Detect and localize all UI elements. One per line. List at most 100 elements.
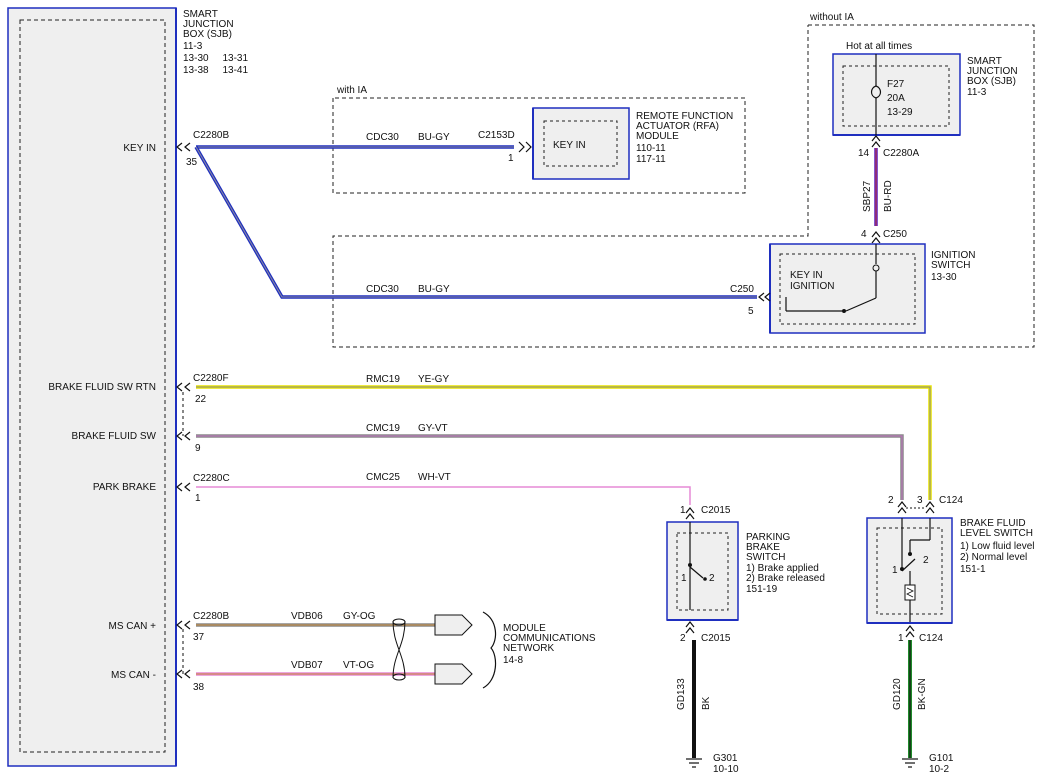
connector-key-in: C2280B xyxy=(193,130,229,141)
ignition-inner-1: KEY IN xyxy=(790,270,823,281)
sjb-right-connector: C2280A xyxy=(883,148,919,159)
wire-color-ye-gy: YE-GY xyxy=(418,374,449,385)
wire-park-brake xyxy=(196,486,691,505)
pin-num-park-brake: 1 xyxy=(195,493,201,504)
wire-label-sbp27: SBP27 xyxy=(862,180,873,212)
c2015-bottom-arrow-1 xyxy=(685,621,695,628)
fuse-ref: 13-29 xyxy=(887,107,913,118)
sjb-right-line-3: BOX (SJB) xyxy=(967,76,1016,87)
sjb-main-module xyxy=(7,7,177,767)
sjb-main-label: SMART JUNCTION BOX (SJB) 11-3 13-30 13-3… xyxy=(183,9,248,76)
wire-label-gd133: GD133 xyxy=(676,678,687,710)
parking-brake-switch xyxy=(666,521,739,621)
brake-fluid-sw-a: 1 xyxy=(892,565,898,576)
wire-color-gy-og: GY-OG xyxy=(343,611,376,622)
wire-label-cmc25: CMC25 xyxy=(366,472,400,483)
c2015-top-arrow-2 xyxy=(685,513,695,520)
wire-label-vdb06: VDB06 xyxy=(291,611,323,622)
rfa-module: KEY IN xyxy=(518,107,630,180)
c250-top-arrow-1 xyxy=(871,231,881,238)
wire-color-gy-vt: GY-VT xyxy=(418,423,448,434)
sjb-main-line-6: 13-38 13-41 xyxy=(183,65,248,76)
pin-label-park-brake: PARK BRAKE xyxy=(93,482,156,493)
wire-color-vt-og: VT-OG xyxy=(343,660,374,671)
wire-label-rmc19: RMC19 xyxy=(366,374,400,385)
sjb-right-module xyxy=(832,53,961,136)
can-plus-connector-arrow xyxy=(434,614,473,636)
network-brace-icon xyxy=(482,611,497,689)
ignition-left-connector: C250 xyxy=(730,284,754,295)
pin-label-ms-can-minus: MS CAN - xyxy=(111,670,156,681)
sjb-main-line-3: BOX (SJB) xyxy=(183,29,232,40)
parking-label: PARKING BRAKE SWITCH 1) Brake applied 2)… xyxy=(746,532,825,595)
rfa-line-2: ACTUATOR (RFA) xyxy=(636,121,719,132)
sjb-right-line-1: SMART xyxy=(967,56,1002,67)
parking-line-4: 1) Brake applied xyxy=(746,563,819,574)
ignition-left-pin: 5 xyxy=(748,306,754,317)
wire-color-bk: BK xyxy=(701,696,712,710)
wire-brake-rtn xyxy=(196,385,932,500)
brake-fluid-level-switch xyxy=(866,517,953,624)
brake-fluid-sw-b: 2 xyxy=(923,555,929,566)
pin-num-can-minus: 38 xyxy=(193,682,205,693)
ground-g101-name: G101 xyxy=(929,753,954,764)
rfa-connector: C2153D xyxy=(478,130,515,141)
ignition-label: IGNITION SWITCH 13-30 xyxy=(931,250,975,283)
can-minus-connector-arrow xyxy=(434,663,473,685)
c2015-top-arrow-1 xyxy=(685,507,695,514)
rfa-line-5: 117-11 xyxy=(636,154,666,165)
rfa-pin: 1 xyxy=(508,153,514,164)
brake-fluid-line-1: BRAKE FLUID xyxy=(960,518,1026,529)
brake-fluid-line-3: 1) Low fluid level xyxy=(960,541,1034,552)
c2280a-arrow-2 xyxy=(871,141,881,148)
c250-left-arrow-1 xyxy=(758,292,765,302)
with-ia-label: with IA xyxy=(336,85,367,96)
c250-left-arrow-2 xyxy=(764,292,771,302)
wire-label-cdc30-lower: CDC30 xyxy=(366,284,399,295)
wire-label-cdc30-upper: CDC30 xyxy=(366,132,399,143)
fuse-amps: 20A xyxy=(887,93,905,104)
wire-color-bu-rd: BU-RD xyxy=(883,180,894,212)
sjb-right-line-2: JUNCTION xyxy=(967,66,1018,77)
wire-color-bu-gy-lower: BU-GY xyxy=(418,284,450,295)
parking-sw-b: 2 xyxy=(709,573,715,584)
wire-color-bu-gy-upper: BU-GY xyxy=(418,132,450,143)
rfa-line-1: REMOTE FUNCTION xyxy=(636,111,733,122)
c124-pin3-arrow-2 xyxy=(925,507,935,514)
parking-line-3: SWITCH xyxy=(746,552,785,563)
fuse-name: F27 xyxy=(887,79,905,90)
ignition-line-1: IGNITION xyxy=(931,250,975,261)
wire-label-cmc19: CMC19 xyxy=(366,423,400,434)
ignition-inner-2: IGNITION xyxy=(790,281,834,292)
pin-num-brake-sw: 9 xyxy=(195,443,201,454)
ground-g101-ref: 10-2 xyxy=(929,764,949,775)
ignition-line-3: 13-30 xyxy=(931,272,957,283)
rfa-label: REMOTE FUNCTION ACTUATOR (RFA) MODULE 11… xyxy=(636,111,733,165)
c124-pin2-arrow-1 xyxy=(897,501,907,508)
pin-label-ms-can-plus: MS CAN + xyxy=(108,621,156,632)
brake-fluid-line-4: 2) Normal level xyxy=(960,552,1027,563)
network-line-1: MODULE xyxy=(503,623,546,634)
c2015-bottom-arrow-2 xyxy=(685,627,695,634)
wire-color-wh-vt: WH-VT xyxy=(418,472,451,483)
sjb-right-line-4: 11-3 xyxy=(967,87,987,98)
parking-bottom-pin: 2 xyxy=(680,633,686,644)
with-ia-region: with IA xyxy=(332,85,746,194)
network-line-2: COMMUNICATIONS xyxy=(503,633,596,644)
wire-key-in-lower xyxy=(194,146,757,299)
sjb-connector-arrows xyxy=(176,142,191,679)
c124-bottom-arrow-1 xyxy=(905,625,915,632)
network-label: MODULE COMMUNICATIONS NETWORK 14-8 xyxy=(503,623,596,666)
c124-bottom-arrow-2 xyxy=(905,631,915,638)
parking-line-1: PARKING xyxy=(746,532,790,543)
parking-bottom-connector: C2015 xyxy=(701,633,731,644)
connector-park-brake: C2280C xyxy=(193,473,230,484)
brake-fluid-bottom-pin: 1 xyxy=(898,633,904,644)
ignition-top-pin: 4 xyxy=(861,229,867,240)
hot-at-all-times: Hot at all times xyxy=(846,41,912,52)
without-ia-label: without IA xyxy=(809,12,854,23)
brake-fluid-label: BRAKE FLUID LEVEL SWITCH 1) Low fluid le… xyxy=(960,518,1034,575)
twisted-pair-icon xyxy=(392,618,406,681)
rfa-line-3: MODULE xyxy=(636,131,679,142)
sjb-main-line-5: 13-30 13-31 xyxy=(183,53,248,64)
